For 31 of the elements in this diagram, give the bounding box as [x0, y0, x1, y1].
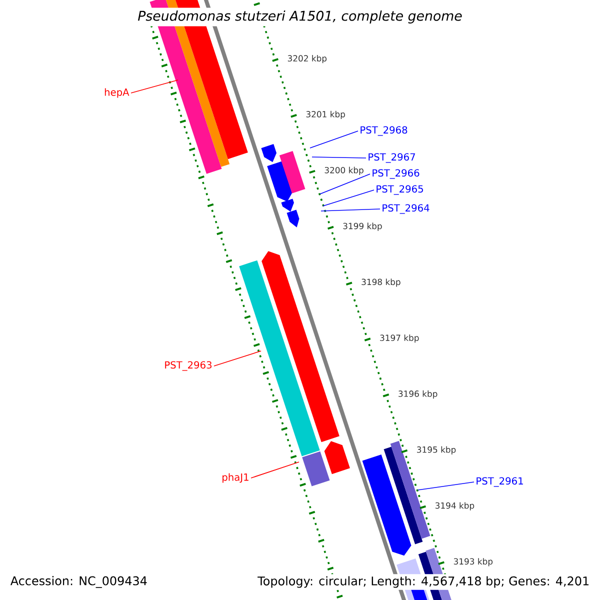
gene-label: PST_2961	[476, 477, 523, 487]
gene-label: phaJ1	[222, 473, 248, 483]
tick-label: 3202 kbp	[286, 54, 328, 64]
gene-label: PST_2963	[165, 361, 212, 371]
tick-label: 3195 kbp	[416, 445, 457, 456]
tick-label: 3197 kbp	[378, 334, 420, 344]
tick-label: 3193 kbp	[452, 557, 494, 568]
leader-line	[418, 482, 474, 490]
tick-label: 3194 kbp	[434, 501, 476, 512]
gene-label: PST_2964	[382, 204, 430, 214]
leader-line	[320, 174, 370, 194]
gene-label: hepA	[104, 88, 130, 98]
tick-label: 3198 kbp	[360, 278, 402, 288]
leader-line	[310, 130, 358, 148]
leader-line	[130, 80, 178, 94]
tick-label: 3200 kbp	[323, 166, 365, 176]
genome-info-text: Topology: circular; Length: 4,567,418 bp; Genes: 4,201	[255, 574, 592, 590]
leader-line	[214, 350, 262, 366]
tick-label: 3201 kbp	[304, 110, 346, 120]
gene-label: PST_2968	[360, 126, 408, 136]
gene-label: PST_2967	[368, 153, 415, 163]
leader-line	[250, 462, 300, 478]
leader-line	[312, 156, 366, 158]
title: Pseudomonas stutzeri A1501, complete genome	[134, 8, 466, 26]
gene-label: PST_2965	[376, 185, 423, 195]
leader-line	[322, 190, 374, 206]
leader-line	[320, 208, 380, 212]
gene-label: PST_2966	[372, 169, 420, 179]
tick-label: 3199 kbp	[342, 222, 384, 232]
tick-label: 3196 kbp	[397, 390, 439, 400]
accession-text: Accession: NC_009434	[8, 574, 150, 590]
